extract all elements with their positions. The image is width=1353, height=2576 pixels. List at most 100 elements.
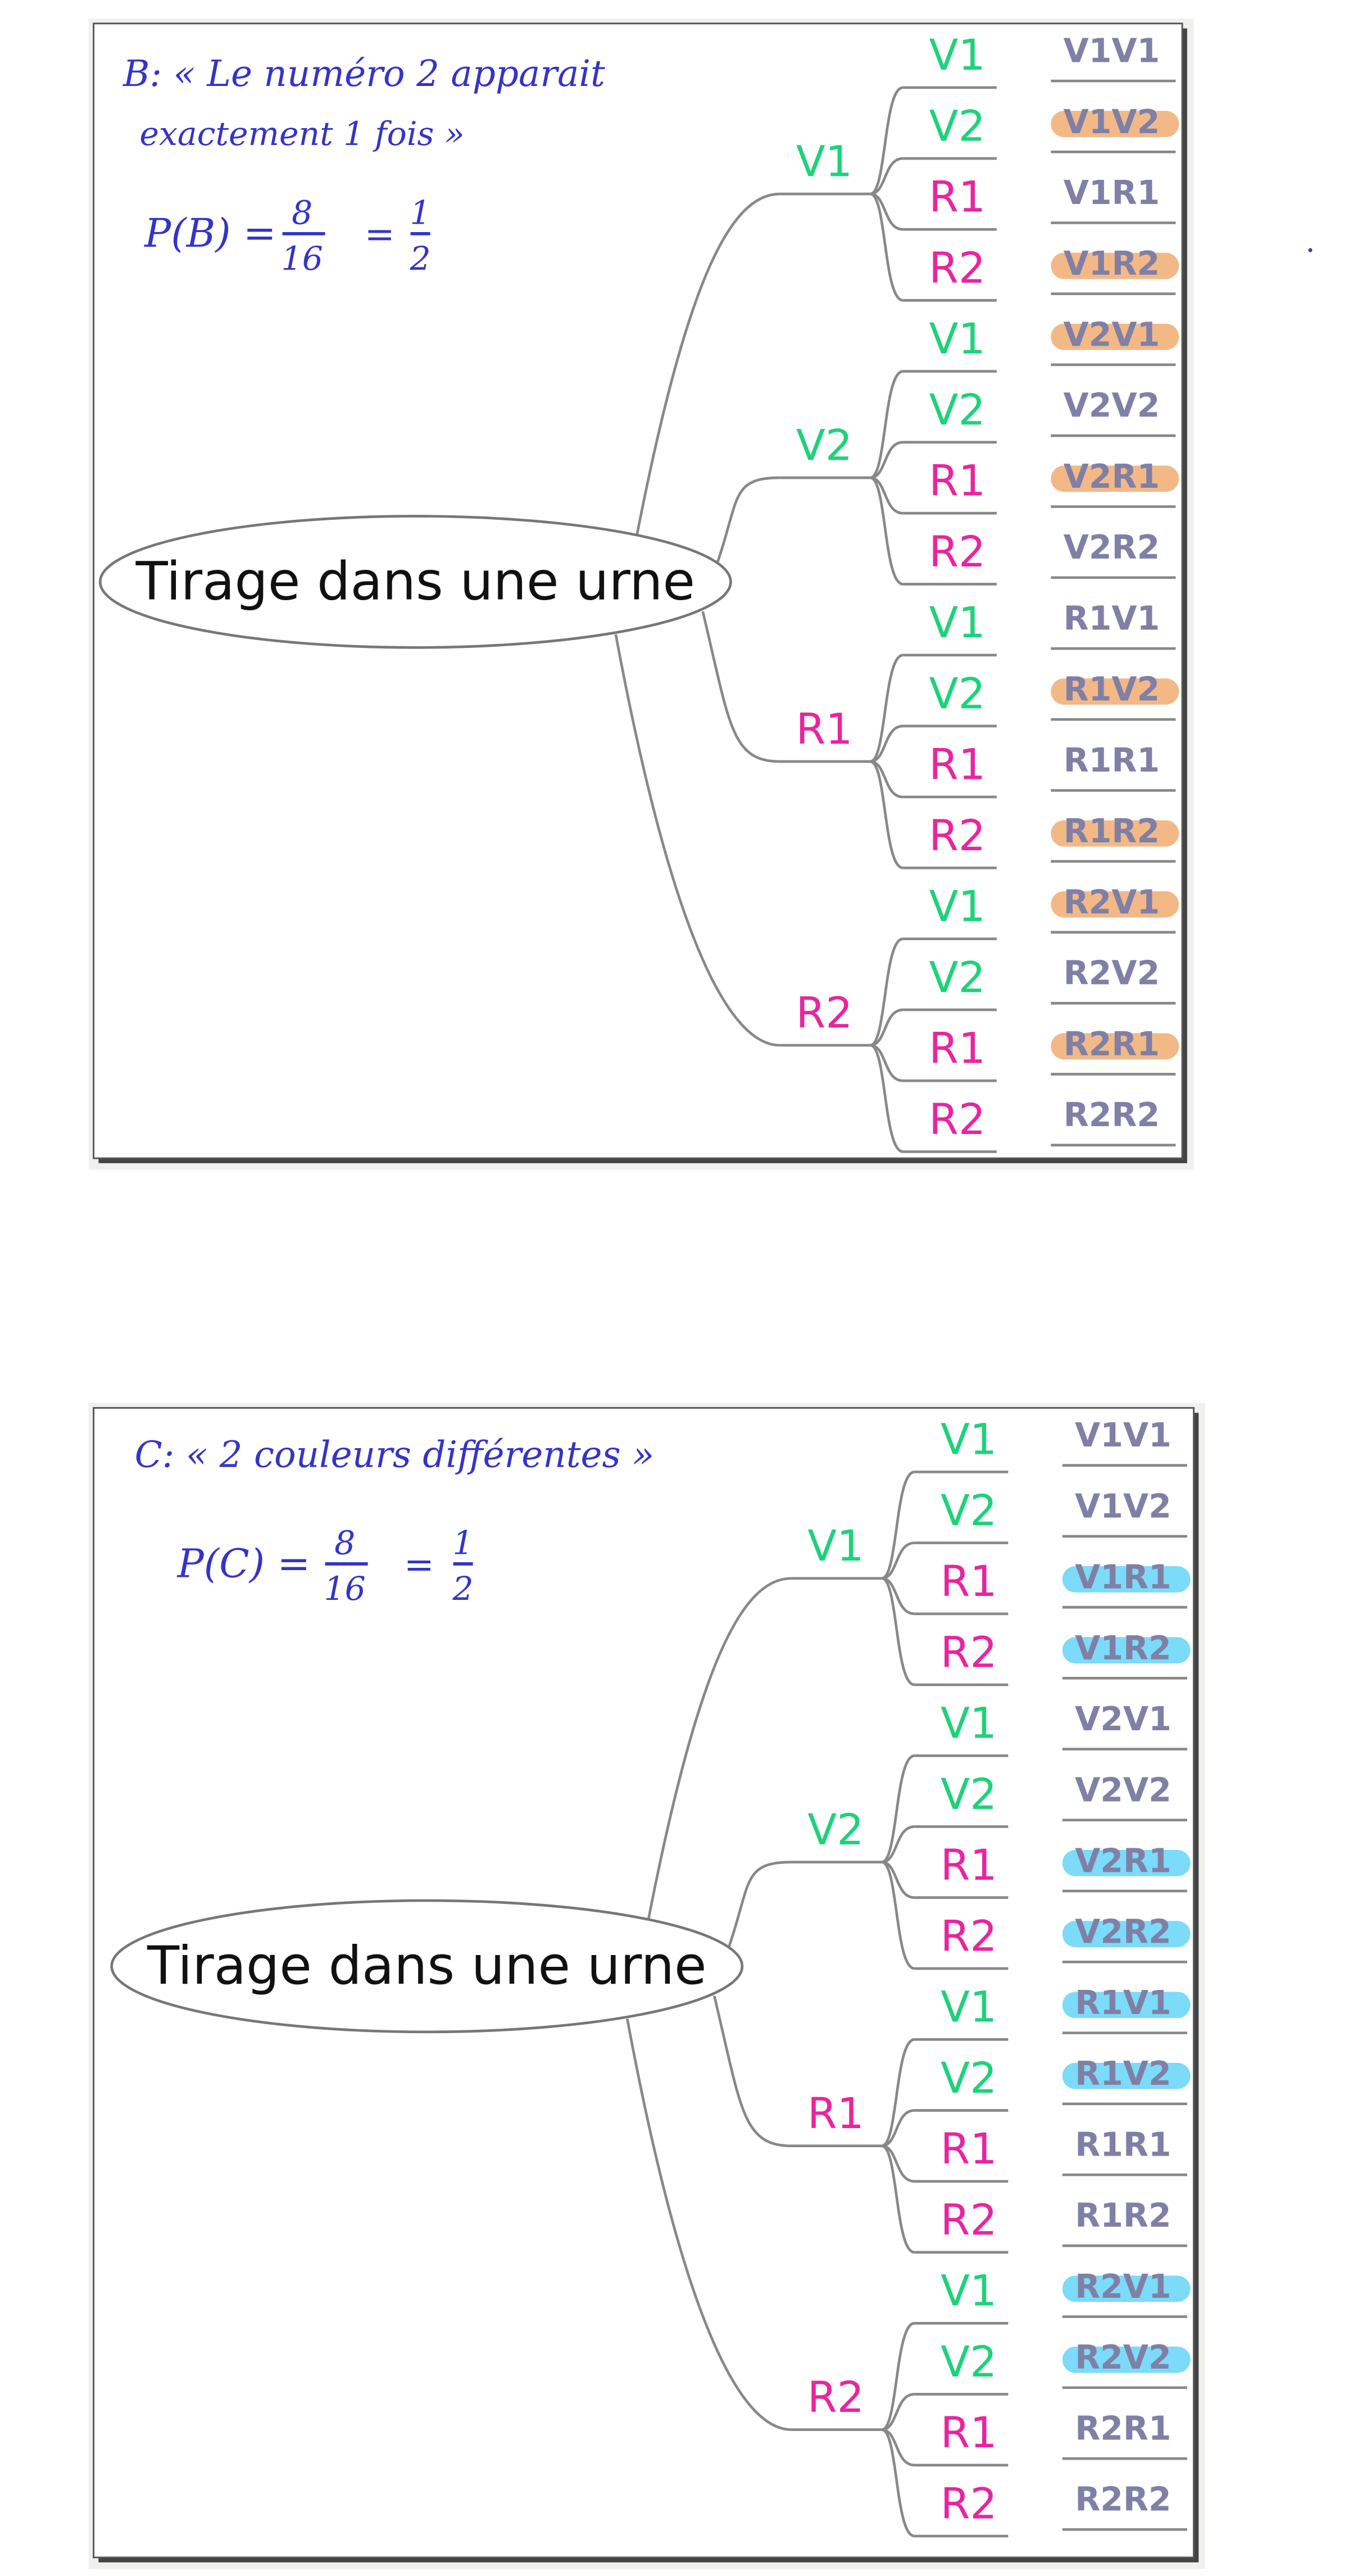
level2-branch xyxy=(870,937,903,1047)
level2-node-v1: V1 xyxy=(929,30,986,80)
level2-node-v1: V1 xyxy=(929,881,986,931)
result-denominator: 2 xyxy=(452,1570,474,1608)
level2-node-v1: V1 xyxy=(929,314,986,364)
outcome-item: R2V2 xyxy=(1051,954,1176,1005)
level1-node-v1: V1 xyxy=(807,1521,864,1571)
level1-node-r2: R2 xyxy=(807,2372,864,2422)
outcome-label: R1V2 xyxy=(1064,670,1160,709)
level1-node-v1: V1 xyxy=(796,137,852,187)
outcome-item: V2V1 xyxy=(1062,1700,1187,1750)
outcome-label: R2V2 xyxy=(1075,2338,1172,2377)
outcome-highlight-mark xyxy=(1062,1566,1191,1593)
outcome-label: V2R2 xyxy=(1064,528,1160,566)
outcome-highlight-mark xyxy=(1062,1637,1191,1664)
level2-node-r2: R2 xyxy=(929,243,986,293)
outcome-item: R1V1 xyxy=(1051,599,1176,650)
level2-branch xyxy=(881,2144,915,2183)
result-denominator: 2 xyxy=(410,239,431,278)
outcome-label: R1R2 xyxy=(1064,812,1160,850)
level2-node-v2: V2 xyxy=(941,2337,997,2387)
outcome-item: R1R1 xyxy=(1062,2125,1187,2176)
root-branch xyxy=(614,634,780,1047)
level2-node-r2: R2 xyxy=(941,2194,997,2244)
outcome-item: V1V2 xyxy=(1051,103,1179,153)
level2-node-r1: R1 xyxy=(929,172,986,222)
event-definition-continued: exactement 1 fois » xyxy=(139,115,464,153)
level2-branch xyxy=(881,1541,915,1580)
level2-node-r2: R2 xyxy=(929,1094,986,1144)
outcome-label: R2R2 xyxy=(1075,2480,1171,2519)
level2-branch xyxy=(881,1861,915,1899)
level1-node-v2: V2 xyxy=(807,1804,864,1854)
outcome-item: V2R2 xyxy=(1051,528,1176,579)
fraction-denominator: 16 xyxy=(282,239,323,278)
root-branch xyxy=(716,476,780,563)
outcome-label: R1R2 xyxy=(1075,2197,1171,2235)
outcome-item: R2V2 xyxy=(1062,2338,1191,2389)
level2-node-r2: R2 xyxy=(929,527,986,577)
outcome-label: V2R1 xyxy=(1075,1842,1172,1880)
outcome-item: V1R1 xyxy=(1062,1558,1191,1609)
root-branch xyxy=(626,2019,792,2431)
level2-branch xyxy=(870,370,903,479)
handwritten-notes: C: « 2 couleurs différentes »P(C) =816=1… xyxy=(135,1434,655,1608)
outcome-highlight-mark xyxy=(1062,2062,1191,2089)
outcome-label: V2R1 xyxy=(1064,457,1160,496)
outcome-label: R1R1 xyxy=(1064,741,1160,779)
outcome-highlight-mark xyxy=(1051,678,1179,705)
outcome-label: R2R1 xyxy=(1064,1025,1160,1063)
outcome-item: R2V1 xyxy=(1062,2267,1191,2318)
level2-node-v2: V2 xyxy=(941,2053,997,2103)
root-branch xyxy=(728,1861,792,1947)
level2-node-v2: V2 xyxy=(929,952,986,1002)
level2-node-r1: R1 xyxy=(941,1840,997,1890)
outcome-highlight-mark xyxy=(1051,891,1179,918)
outcome-item: R2V1 xyxy=(1051,883,1179,934)
event-definition: B: « Le numéro 2 apparait xyxy=(122,53,605,95)
level2-node-v1: V1 xyxy=(941,1414,997,1464)
outcome-label: R2R1 xyxy=(1075,2409,1171,2447)
level2-branch xyxy=(881,2038,915,2147)
outcome-label: V1V1 xyxy=(1075,1416,1172,1454)
level2-branch xyxy=(870,192,903,302)
level2-branch xyxy=(881,1825,915,1863)
fraction-numerator: 8 xyxy=(334,1523,355,1562)
outcome-item: V2R1 xyxy=(1051,457,1179,508)
outcome-highlight-mark xyxy=(1062,1921,1191,1948)
outcome-item: R1V1 xyxy=(1062,1984,1191,2034)
outcome-highlight-mark xyxy=(1051,324,1179,350)
level2-node-r1: R1 xyxy=(941,2124,997,2174)
outcome-item: V2V1 xyxy=(1051,315,1179,366)
outcome-label: R2R2 xyxy=(1064,1096,1160,1134)
outcome-label: V2V2 xyxy=(1075,1771,1172,1809)
level2-branch xyxy=(881,1861,915,1970)
level2-node-v1: V1 xyxy=(941,2266,997,2316)
level2-branch xyxy=(881,2144,915,2254)
outcome-highlight-mark xyxy=(1062,1850,1191,1876)
level2-node-v2: V2 xyxy=(941,1769,997,1819)
level2-branch xyxy=(881,2393,915,2431)
outcome-item: V1V2 xyxy=(1062,1487,1187,1538)
result-numerator: 1 xyxy=(410,193,431,232)
outcome-highlight-mark xyxy=(1062,2275,1191,2302)
outcome-label: R1R1 xyxy=(1075,2125,1171,2164)
level2-branch xyxy=(870,441,903,479)
outcome-item: V1V1 xyxy=(1062,1416,1187,1467)
event-definition: C: « 2 couleurs différentes » xyxy=(135,1434,655,1476)
level2-branch xyxy=(870,760,903,869)
root-node-label: Tirage dans une urne xyxy=(147,1935,707,1997)
level2-node-r1: R1 xyxy=(941,2407,997,2457)
outcome-item: R2R2 xyxy=(1051,1096,1176,1147)
outcome-highlight-mark xyxy=(1051,252,1179,279)
level2-branch xyxy=(870,654,903,763)
level2-node-v2: V2 xyxy=(929,101,986,151)
level2-branch xyxy=(870,192,903,231)
level2-branch xyxy=(881,2109,915,2147)
outcome-item: V2V2 xyxy=(1051,387,1176,437)
fraction-numerator: 8 xyxy=(292,193,312,232)
outcome-label: V1R1 xyxy=(1064,174,1160,212)
outcome-label: V1V1 xyxy=(1064,32,1160,70)
level2-node-v1: V1 xyxy=(929,597,986,647)
